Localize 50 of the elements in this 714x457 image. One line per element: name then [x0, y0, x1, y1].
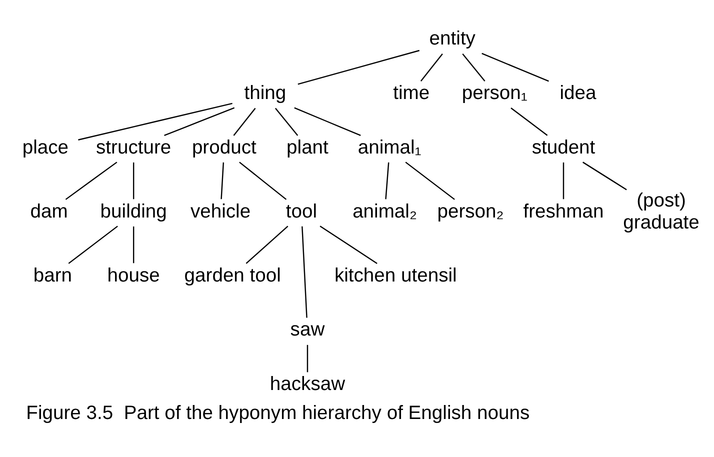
connector [482, 52, 549, 82]
node-text: hacksaw [270, 374, 346, 396]
node-text: vehicle [190, 201, 251, 222]
connector [133, 162, 134, 200]
connector [510, 107, 548, 136]
node-text: thing [244, 83, 286, 104]
node-text: product [192, 137, 256, 158]
node-text: animal₂ [352, 201, 417, 222]
connector [78, 102, 232, 140]
connector [133, 226, 134, 264]
node-text: place [22, 137, 69, 158]
connector [294, 107, 361, 136]
node-text: structure [96, 137, 172, 158]
connector [68, 226, 118, 264]
node-text: freshman [523, 201, 604, 222]
node-text: person₁ [462, 83, 528, 104]
connector [220, 162, 224, 200]
node-text: animal₁ [358, 137, 422, 158]
connector [302, 226, 308, 318]
node-text: person₂ [437, 201, 504, 222]
connector [65, 162, 118, 200]
node-text: entity [429, 28, 476, 50]
caption: Figure 3.5 Part of the hyponym hierarchy of English nouns [26, 403, 530, 424]
connector [239, 162, 287, 200]
node-text: student [532, 137, 596, 158]
connector [246, 226, 288, 264]
connector [164, 107, 235, 136]
connector [385, 162, 390, 200]
node-text: time [393, 83, 430, 104]
node-text: plant [286, 137, 328, 158]
node-text: garden tool [184, 265, 281, 286]
node-text: dam [30, 201, 68, 222]
connector [233, 108, 256, 136]
connector [405, 162, 455, 200]
node-text: tool [286, 201, 318, 222]
node-text: saw [290, 320, 325, 341]
connector [462, 54, 486, 82]
connector [274, 108, 298, 136]
connector [306, 344, 308, 372]
node-text: (post) graduate [623, 190, 700, 234]
node-text: building [100, 201, 167, 222]
connector [320, 226, 378, 264]
connector [298, 50, 420, 85]
connector [562, 162, 564, 200]
connector [420, 54, 443, 82]
node-text: idea [560, 83, 596, 104]
node-text: house [107, 265, 160, 286]
node-text: barn [33, 265, 72, 286]
connector [582, 162, 627, 190]
node-text: kitchen utensil [334, 265, 457, 286]
